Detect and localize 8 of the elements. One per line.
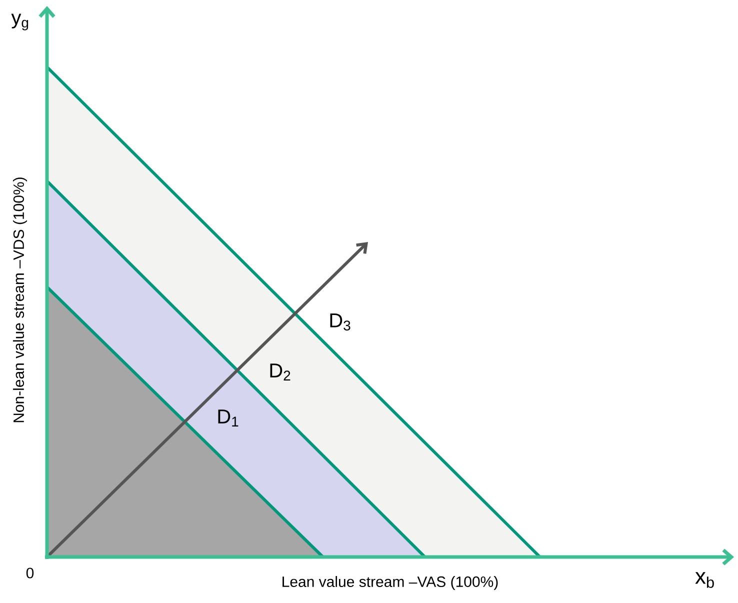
line-label: D$_{1}$ — [218, 410, 238, 426]
axis-label: y$_{g}$ — [11, 14, 28, 30]
axis-label: Non-lean value stream –VDS (100%) — [13, 178, 27, 422]
origin-label: 0 — [26, 568, 34, 578]
line-label: D$_{3}$ — [330, 314, 350, 331]
axis-label: x$_{b}$ — [695, 572, 714, 588]
line-label: D$_{2}$ — [270, 364, 290, 380]
axis-label: Lean value stream –VAS (100%) — [282, 576, 498, 590]
